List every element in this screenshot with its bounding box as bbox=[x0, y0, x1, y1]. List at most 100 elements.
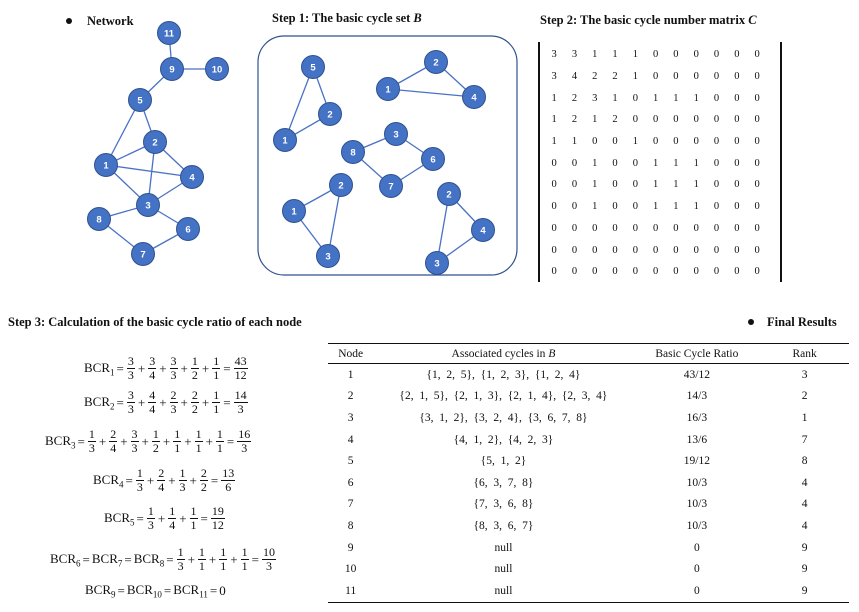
matrix-cell: 0 bbox=[713, 244, 720, 256]
plus-sign: + bbox=[205, 433, 213, 449]
cell-rank: 9 bbox=[801, 541, 808, 554]
network-node-11: 11 bbox=[157, 21, 181, 45]
cell-cycles: {3, 1, 2}, {3, 2, 4}, {3, 6, 7, 8} bbox=[419, 411, 588, 424]
equals-sign: = bbox=[82, 551, 90, 567]
frac-denominator: 1 bbox=[174, 441, 181, 455]
matrix-cell: 1 bbox=[551, 114, 557, 126]
cycle-node-e2: 2 bbox=[437, 182, 461, 206]
cycle-node-label: 4 bbox=[471, 93, 477, 104]
matrix-cell: 3 bbox=[551, 49, 557, 61]
zero-value: 0 bbox=[219, 582, 226, 598]
cell-node: 10 bbox=[344, 563, 357, 576]
cell-node: 4 bbox=[347, 433, 354, 446]
network-node-label: 6 bbox=[185, 225, 190, 236]
frac-numerator: 3 bbox=[169, 354, 178, 369]
cell-node: 3 bbox=[347, 411, 354, 424]
frac-denominator: 4 bbox=[158, 480, 165, 494]
matrix-cell: 0 bbox=[754, 114, 760, 126]
matrix-cell: 0 bbox=[632, 179, 638, 191]
plus-sign: + bbox=[189, 472, 197, 488]
cell-node: 1 bbox=[347, 368, 354, 381]
matrix-cell: 0 bbox=[693, 49, 699, 61]
matrix-cell: 0 bbox=[653, 136, 659, 148]
cell-bcr: 10/3 bbox=[686, 476, 708, 489]
matrix-right-bracket bbox=[776, 42, 782, 282]
equals-sign: = bbox=[166, 551, 174, 567]
frac-numerator: 1 bbox=[212, 388, 221, 403]
matrix-cell: 0 bbox=[754, 157, 760, 169]
frac-numerator: 13 bbox=[221, 466, 236, 481]
network-node-2: 2 bbox=[143, 130, 167, 154]
frac-numerator: 1 bbox=[212, 354, 221, 369]
header-rank: Rank bbox=[760, 343, 849, 364]
final-bullet bbox=[748, 319, 754, 325]
frac-numerator: 19 bbox=[210, 504, 225, 519]
cell-node: 2 bbox=[347, 390, 354, 403]
bcr-label: BCR6 bbox=[50, 551, 81, 569]
matrix-cell: 0 bbox=[673, 49, 679, 61]
matrix-cell: 1 bbox=[592, 114, 598, 126]
frac-denominator: 4 bbox=[149, 402, 156, 416]
matrix-cell: 0 bbox=[673, 222, 679, 234]
frac-denominator: 1 bbox=[195, 441, 202, 455]
frac-denominator: 1 bbox=[220, 559, 227, 573]
equals-sign: = bbox=[136, 510, 144, 526]
step2-heading-var: C bbox=[748, 13, 757, 27]
matrix-cell: 0 bbox=[592, 244, 598, 256]
matrix-cell: 0 bbox=[612, 179, 618, 191]
frac-numerator: 1 bbox=[190, 354, 199, 369]
header-cycles: Associated cycles in B bbox=[373, 343, 634, 364]
matrix-cell: 0 bbox=[713, 114, 720, 126]
bcr-subscript: 11 bbox=[199, 589, 208, 600]
matrix-cell: 0 bbox=[551, 201, 557, 213]
matrix-cell: 1 bbox=[592, 179, 598, 191]
cell-node: 5 bbox=[347, 455, 354, 468]
matrix-cell: 1 bbox=[693, 92, 699, 104]
cell-rank: 9 bbox=[760, 579, 849, 603]
matrix-cell: 0 bbox=[612, 222, 618, 234]
cell-rank: 2 bbox=[801, 390, 808, 403]
cycle-node-label: 3 bbox=[434, 259, 439, 270]
network-node-8: 8 bbox=[87, 207, 111, 231]
matrix-cell: 0 bbox=[754, 222, 760, 234]
matrix-cell: 0 bbox=[693, 244, 699, 256]
cycle-node-label: 2 bbox=[433, 58, 438, 69]
frac-numerator: 1 bbox=[197, 545, 206, 560]
equals-sign: = bbox=[117, 582, 125, 598]
bcr-label: BCR9 bbox=[85, 582, 116, 600]
network-node-label: 1 bbox=[103, 161, 109, 172]
matrix-cell: 2 bbox=[571, 92, 578, 104]
matrix-cell: 1 bbox=[632, 136, 638, 148]
matrix-left-bracket bbox=[538, 42, 544, 282]
plus-sign: + bbox=[230, 551, 238, 567]
cell-rank: 7 bbox=[801, 433, 808, 446]
step3-heading: Step 3: Calculation of the basic cycle r… bbox=[8, 315, 302, 329]
matrix-cell: 1 bbox=[693, 201, 699, 213]
cell-rank: 8 bbox=[801, 455, 808, 468]
equals-sign: = bbox=[116, 360, 124, 376]
equals-sign: = bbox=[163, 582, 172, 598]
cycle-node-label: 2 bbox=[338, 181, 343, 192]
cycle-node-c7: 7 bbox=[379, 174, 403, 198]
cycle-node-label: 3 bbox=[393, 130, 398, 141]
matrix-cell: 1 bbox=[612, 92, 618, 104]
frac-denominator: 1 bbox=[198, 559, 205, 573]
final-heading: Final Results bbox=[767, 315, 837, 329]
bcr-subscript: 4 bbox=[119, 479, 124, 490]
frac-denominator: 1 bbox=[213, 368, 220, 382]
cycle-node-c3: 3 bbox=[384, 122, 408, 146]
network-node-3: 3 bbox=[136, 193, 160, 217]
